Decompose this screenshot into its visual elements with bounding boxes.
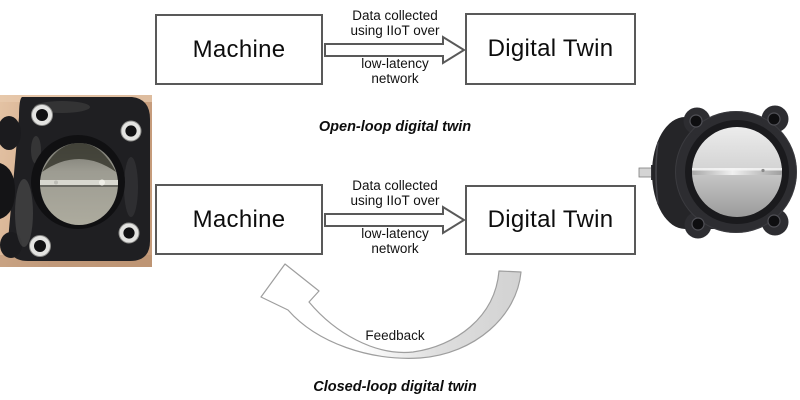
bolt-holes — [29, 104, 142, 257]
data-flow-arrow — [324, 35, 466, 65]
open-loop-digital-twin-box: Digital Twin — [465, 13, 636, 85]
open-loop-arrow-label-top: Data collected using IIoT over — [315, 8, 475, 38]
arrow-label-line: using IIoT over — [350, 22, 440, 38]
physical-machine-photo — [0, 95, 152, 267]
open-loop-caption: Open-loop digital twin — [318, 119, 472, 135]
open-loop-arrow-label-bottom: low-latency network — [315, 56, 475, 86]
open-loop-machine-box: Machine — [155, 14, 323, 85]
closed-loop-digital-twin-box: Digital Twin — [465, 185, 636, 255]
arrow-label-line: Data collected — [352, 178, 438, 193]
bolt-holes — [689, 112, 781, 231]
machine-label: Machine — [192, 205, 286, 233]
machine-label: Machine — [192, 35, 286, 63]
arrow-label-line: network — [371, 70, 419, 86]
arrow-label-line: network — [371, 240, 419, 256]
arrow-label-line: Data collected — [352, 8, 438, 23]
digital-twin-label: Digital Twin — [487, 35, 614, 62]
closed-loop-caption: Closed-loop digital twin — [313, 379, 477, 395]
arrow-label-line: low-latency — [361, 226, 429, 241]
feedback-label: Feedback — [365, 328, 425, 343]
digital-twin-3d-render — [638, 105, 797, 239]
digital-twin-label: Digital Twin — [487, 206, 614, 233]
feedback-arrow — [260, 263, 522, 359]
arrow-label-line: using IIoT over — [350, 192, 440, 208]
closed-loop-arrow-label-bottom: low-latency network — [315, 226, 475, 256]
data-flow-arrow — [324, 205, 466, 235]
closed-loop-machine-box: Machine — [155, 184, 323, 255]
arrow-label-line: low-latency — [361, 56, 429, 71]
closed-loop-arrow-label-top: Data collected using IIoT over — [315, 178, 475, 208]
